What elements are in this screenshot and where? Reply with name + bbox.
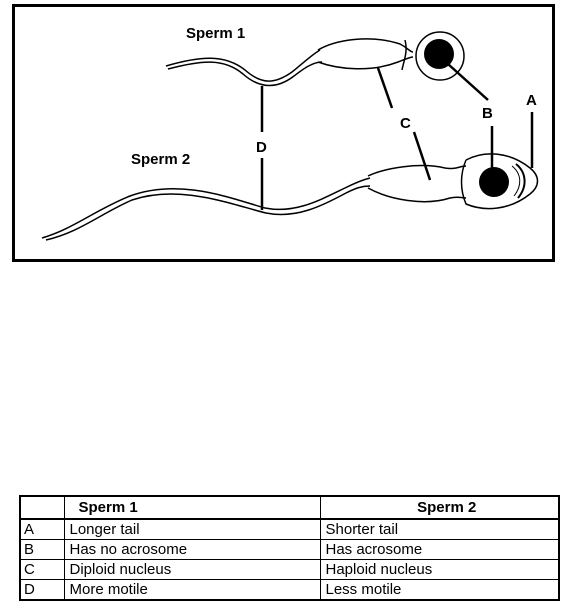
- option-label: A: [19, 518, 65, 540]
- sperm-1-cell: More motile: [63, 579, 321, 601]
- pointer-lines: [260, 63, 534, 210]
- sperm-2-cell: Haploid nucleus: [319, 559, 560, 580]
- sperm-1-cell: Has no acrosome: [63, 539, 321, 560]
- table-row: A Longer tail Shorter tail: [19, 518, 560, 540]
- option-label: B: [19, 539, 65, 560]
- sperm-1-body: [317, 31, 465, 81]
- sperm-2-tail: [41, 177, 371, 241]
- sperm-diagram: Sperm 1 Sperm 2 A B C D: [41, 25, 539, 241]
- option-label: D: [19, 579, 65, 601]
- sperm-2-nucleus: [479, 167, 509, 197]
- table-row: C Diploid nucleus Haploid nucleus: [19, 559, 560, 580]
- header-option: [19, 495, 65, 520]
- sperm-1-nucleus: [424, 39, 454, 69]
- sperm-2-cell: Has acrosome: [319, 539, 560, 560]
- label-a: A: [526, 92, 537, 109]
- sperm-2-cell: Shorter tail: [319, 518, 560, 540]
- header-sperm-1: Sperm 1: [63, 495, 321, 520]
- label-sperm-2: Sperm 2: [131, 151, 190, 168]
- sperm-1-cell: Longer tail: [63, 518, 321, 540]
- acrosome-cap: [515, 163, 526, 199]
- label-c: C: [400, 115, 411, 132]
- header-sperm-2: Sperm 2: [319, 495, 560, 520]
- label-b: B: [482, 105, 493, 122]
- table-header-row: Sperm 1 Sperm 2: [19, 495, 560, 520]
- sperm-2-cell: Less motile: [319, 579, 560, 601]
- sperm-2-body: [367, 153, 539, 210]
- label-sperm-1: Sperm 1: [186, 25, 245, 42]
- sperm-1-tail: [165, 49, 323, 87]
- table-row: B Has no acrosome Has acrosome: [19, 539, 560, 560]
- option-label: C: [19, 559, 65, 580]
- sperm-1-cell: Diploid nucleus: [63, 559, 321, 580]
- table-row: D More motile Less motile: [19, 579, 560, 601]
- label-d: D: [256, 139, 267, 156]
- answer-table: Sperm 1 Sperm 2 A Longer tail Shorter ta…: [19, 495, 560, 601]
- diagram-frame: [12, 4, 555, 262]
